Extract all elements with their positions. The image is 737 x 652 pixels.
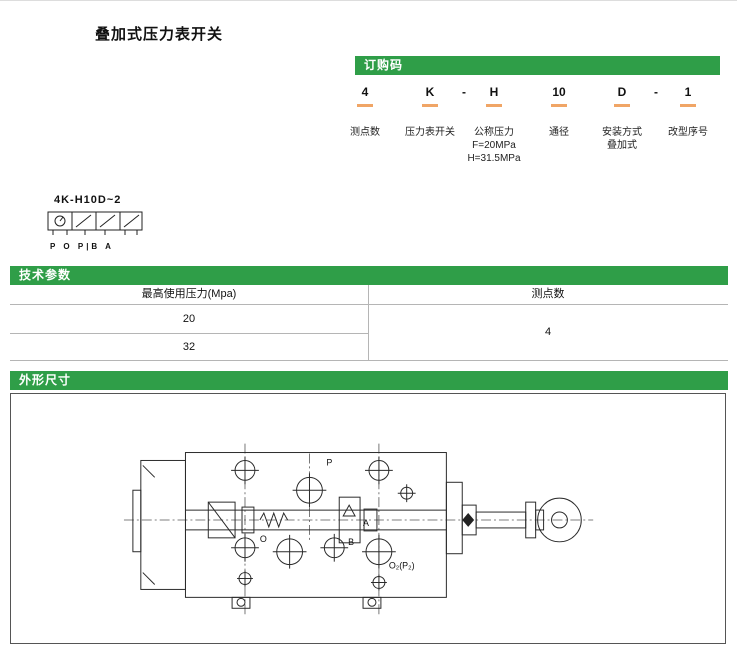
order-code-char: K xyxy=(425,85,435,99)
order-code-meaning: 安装方式 叠加式 xyxy=(602,126,642,152)
order-code-char: D xyxy=(617,85,627,99)
order-code-char: - xyxy=(654,85,658,99)
code-underline xyxy=(357,104,373,107)
code-underline xyxy=(422,104,438,107)
table-divider xyxy=(10,304,728,305)
order-code-seg-dash2: - xyxy=(613,85,699,100)
dimension-drawing-frame: P O A B O₂(P₂) xyxy=(10,393,726,644)
table-column-divider xyxy=(368,285,369,360)
order-code-seg-diameter: 10 通径 xyxy=(516,85,602,139)
order-code-meaning: 通径 xyxy=(549,126,569,139)
symbol-port-labels: P O P|B A xyxy=(50,242,114,251)
table-cell-points-value: 4 xyxy=(544,326,552,338)
table-bottom-border xyxy=(10,360,728,361)
page-title: 叠加式压力表开关 xyxy=(95,26,224,43)
order-code-meaning: 压力表开关 xyxy=(405,126,455,139)
order-code-label: 改型序号 xyxy=(668,127,708,138)
order-code-meaning: 公称压力 F=20MPa H=31.5MPa xyxy=(467,126,520,165)
drawing-labels: P O A B O₂(P₂) xyxy=(260,457,415,570)
port-circles xyxy=(231,456,416,591)
order-code-seg-revision: 1 改型序号 xyxy=(645,85,731,139)
order-code-section-header: 订购码 xyxy=(355,56,720,75)
order-code-label: 安装方式 xyxy=(602,127,642,138)
order-code-label: 通径 xyxy=(549,127,569,138)
order-code-label: 公称压力 xyxy=(474,127,514,138)
order-code-seg-mounting: D 安装方式 叠加式 xyxy=(579,85,665,152)
code-underline xyxy=(680,104,696,107)
table-col-header-max-pressure: 最高使用压力(Mpa) xyxy=(141,288,237,300)
dimensions-section-header: 外形尺寸 xyxy=(10,371,728,390)
order-code-label: 压力表开关 xyxy=(405,127,455,138)
order-code-seg-points: 4 测点数 xyxy=(322,85,408,139)
order-code-char: - xyxy=(462,85,466,99)
order-code-char: 4 xyxy=(361,85,369,99)
handle-assembly xyxy=(445,481,582,555)
symbol-model-label: 4K-H10D~2 xyxy=(54,194,122,206)
order-code-char: 10 xyxy=(552,85,566,99)
valve-body xyxy=(132,452,447,609)
code-underline xyxy=(614,104,630,107)
order-code-label: H=31.5MPa xyxy=(467,153,521,164)
order-code-label: 叠加式 xyxy=(607,140,637,151)
order-code-label: 测点数 xyxy=(350,127,380,138)
port-label-o2: O₂(P₂) xyxy=(389,561,415,571)
order-code-char: H xyxy=(489,85,499,99)
port-label-a: A xyxy=(363,518,369,528)
dimension-drawing: P O A B O₂(P₂) xyxy=(123,443,594,617)
order-code-seg-pressure: H 公称压力 F=20MPa H=31.5MPa xyxy=(451,85,537,165)
order-code-meaning: 测点数 xyxy=(350,126,380,139)
order-code-label: F=20MPa xyxy=(472,140,516,151)
table-divider xyxy=(10,333,368,334)
tech-params-section-header: 技术参数 xyxy=(10,266,728,285)
order-code-char: 1 xyxy=(684,85,692,99)
table-cell-pressure-20: 20 xyxy=(182,313,196,325)
code-underline xyxy=(551,104,567,107)
diamond-marker xyxy=(462,513,475,527)
hydraulic-symbol-drawing xyxy=(47,211,143,235)
hydraulic-symbol-block: 4K-H10D~2 P O P|B A xyxy=(40,194,180,251)
order-code-seg-dash1: - xyxy=(421,85,507,100)
code-underline xyxy=(486,104,502,107)
table-cell-pressure-32: 32 xyxy=(182,341,196,353)
order-code-seg-switch: K 压力表开关 xyxy=(387,85,473,139)
table-col-header-points: 测点数 xyxy=(531,288,565,300)
order-code-meaning: 改型序号 xyxy=(668,126,708,139)
port-label-b: B xyxy=(348,537,354,547)
port-label-p: P xyxy=(326,457,332,467)
port-label-o: O xyxy=(260,534,267,544)
